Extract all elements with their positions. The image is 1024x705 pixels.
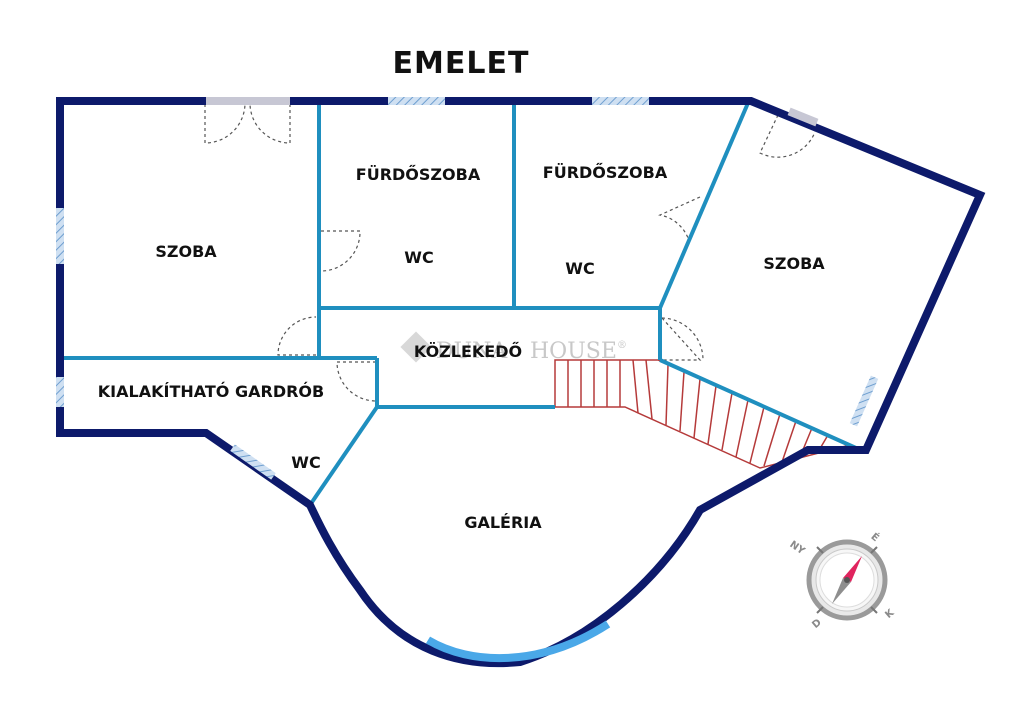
- compass-label-ny: NY: [787, 539, 807, 557]
- window-right-1: [787, 107, 819, 127]
- window-right-2: [849, 375, 879, 427]
- room-label-wc-1: WC: [404, 248, 433, 267]
- window-top-3: [592, 97, 649, 105]
- window-galeria: [425, 620, 611, 663]
- window-left-1: [56, 208, 64, 264]
- compass-label-k: K: [883, 607, 897, 621]
- watermark-brand-left: DUNA: [436, 339, 508, 364]
- room-label-szoba-left: SZOBA: [155, 242, 217, 261]
- plan-title: EMELET: [393, 46, 530, 81]
- watermark-logo-icon: [400, 331, 432, 363]
- room-labels: SZOBA FÜRDŐSZOBA WC FÜRDŐSZOBA WC SZOBA …: [98, 162, 825, 532]
- room-label-kozlekedo: KÖZLEKEDŐ: [414, 341, 522, 361]
- watermark-mark: ®: [617, 340, 627, 351]
- window-left-2: [56, 377, 64, 407]
- room-label-furdoszoba-1: FÜRDŐSZOBA: [356, 164, 481, 184]
- room-label-szoba-right: SZOBA: [763, 254, 825, 273]
- door-swings: [204, 103, 816, 402]
- staircase: [554, 359, 853, 469]
- room-label-galeria: GALÉRIA: [464, 513, 542, 532]
- compass-label-d: D: [810, 617, 823, 631]
- inner-walls: [63, 102, 857, 507]
- room-label-furdoszoba-2: FÜRDŐSZOBA: [543, 162, 668, 182]
- compass-label-e: É: [868, 530, 882, 544]
- window-top-1: [206, 97, 290, 105]
- windows: [56, 97, 879, 663]
- room-label-wc-2: WC: [565, 259, 594, 278]
- room-label-wc-3: WC: [291, 453, 320, 472]
- window-bottom-left: [230, 444, 276, 480]
- window-top-2: [388, 97, 445, 105]
- compass-icon: NY É K D: [787, 530, 897, 631]
- outer-wall: [56, 97, 986, 668]
- room-label-gardrob: KIALAKÍTHATÓ GARDRÓB: [98, 382, 324, 401]
